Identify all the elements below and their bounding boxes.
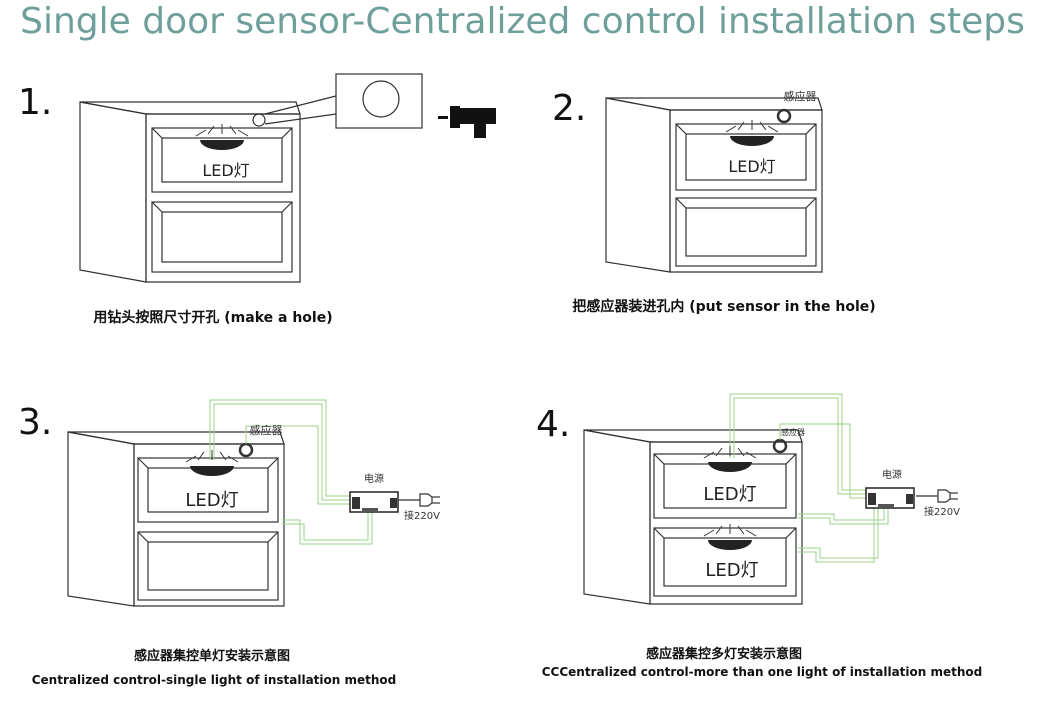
step-4-power-supply <box>865 487 915 509</box>
step-4-plug-icon <box>915 489 959 503</box>
step-4-led-label-top: LED灯 <box>703 484 756 505</box>
hole-detail-box <box>335 73 423 129</box>
step-3-wiring <box>209 399 373 545</box>
step-4-cabinet <box>583 429 803 605</box>
step-4-plug-label: 接220V <box>924 505 960 518</box>
step-1-number: 1. <box>18 82 53 123</box>
step-3-sensor-label: 感应器 <box>250 423 283 437</box>
step-4-caption-cn: 感应器集控多灯安装示意图 <box>646 646 802 662</box>
step-3-power-label: 电源 <box>364 472 384 485</box>
step-4-caption-en: CCCentralized control-more than one ligh… <box>542 665 983 679</box>
step-3-led-label: LED灯 <box>185 490 238 511</box>
step-2-caption: 把感应器装进孔内 (put sensor in the hole) <box>572 298 875 315</box>
step-3-cabinet <box>67 431 285 607</box>
drill-hole <box>252 113 266 127</box>
step-3-plug-label: 接220V <box>404 509 440 522</box>
step-3-power-supply <box>349 491 399 513</box>
step-4-power-label: 电源 <box>882 468 902 481</box>
step-4-number: 4. <box>536 404 571 445</box>
step-4-led-label-bottom: LED灯 <box>705 560 758 581</box>
step-2-led-label: LED灯 <box>728 157 775 176</box>
page-title: Single door sensor-Centralized control i… <box>20 1 1025 42</box>
step-4-wiring <box>729 393 889 563</box>
cabinet-door <box>79 101 147 283</box>
step-2-sensor-label: 感应器 <box>784 89 817 103</box>
step-3-caption-en: Centralized control-single light of inst… <box>32 673 397 687</box>
step-4-sensor-label: 感应器 <box>781 427 805 437</box>
step-1-cabinet <box>79 73 423 283</box>
step-3-caption-cn: 感应器集控单灯安装示意图 <box>134 648 290 664</box>
step-1-led-label: LED灯 <box>202 161 249 180</box>
step-2-cabinet <box>605 97 823 273</box>
installed-sensor <box>776 108 792 124</box>
step-3-plug-icon <box>397 493 441 507</box>
step-1-caption: 用钻头按照尺寸开孔 (make a hole) <box>93 309 332 326</box>
step-3-number: 3. <box>18 402 53 443</box>
drill-icon <box>438 106 496 138</box>
step-2-number: 2. <box>552 88 587 129</box>
